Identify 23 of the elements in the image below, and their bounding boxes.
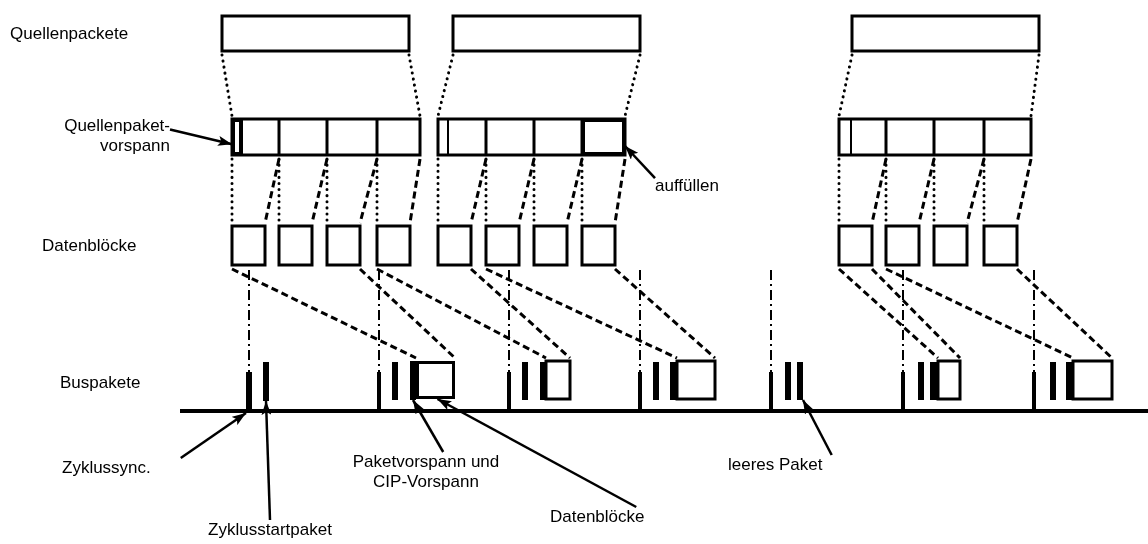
callout-label: Paketvorspann und CIP-Vorspann [340,452,512,496]
header-strip [232,119,242,155]
callout-label: Zyklussync. [62,458,187,482]
leader-arrow [411,399,445,453]
packet-bar [263,362,269,401]
leader-arrow [436,397,637,509]
leader-arrow [261,400,272,521]
leader-arrow [169,128,233,146]
leader-arrow [801,399,833,456]
row-label: Buspakete [60,373,142,393]
packet-cell [582,119,625,155]
row-label: Datenblöcke [42,236,138,256]
row-label: Quellenpackete [10,24,130,44]
leader-arrow [624,145,656,180]
data-block [416,361,455,399]
packet-bar [797,362,803,400]
leader-arrow [180,411,247,460]
callout-label: Datenblöcke [550,507,665,531]
callout-label: leeres Paket [728,455,850,479]
packet-bar [410,361,416,400]
callout-label: Quellenpaket- vorspann [18,116,170,158]
callout-label: Zyklusstartpaket [182,520,358,544]
callout-label: auffüllen [655,176,740,198]
